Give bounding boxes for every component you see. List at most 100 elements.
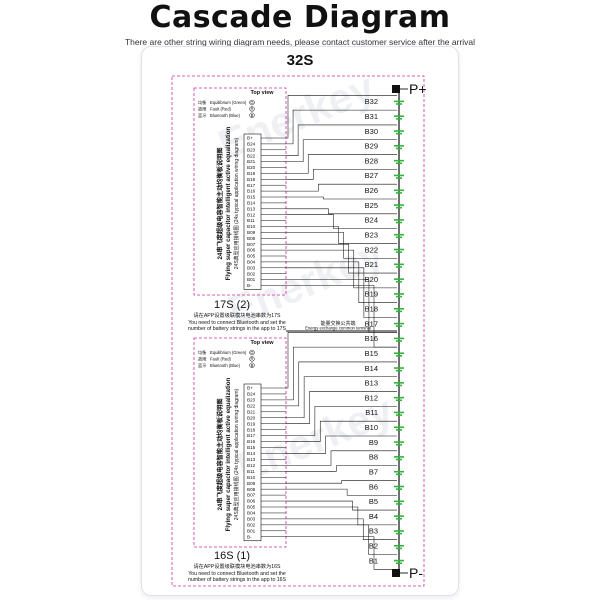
module-upper-tap-wire: [286, 232, 397, 259]
battery-cell-label: B20: [365, 275, 378, 284]
battery-cell-label: B3: [369, 527, 378, 536]
module-upper-legend-cn: 故障: [198, 105, 206, 112]
module-lower-tap-wire: [286, 506, 397, 526]
battery-cell-label: B5: [369, 497, 378, 506]
battery-cell-label: B26: [365, 186, 378, 195]
battery-cell-label: B1: [369, 556, 378, 565]
module-lower-tap-wire: [286, 420, 397, 442]
module-lower-tap-wire: [286, 361, 397, 407]
module-lower-pin-label: B10: [247, 475, 256, 480]
battery-cell-label: B29: [365, 142, 378, 151]
module-lower-legend-cn: 蓝牙: [198, 362, 206, 369]
module-upper-pin-label: B17: [247, 183, 256, 188]
module-lower-pin-label: B01: [247, 528, 256, 533]
module-upper-tap-wire: [286, 261, 397, 303]
module-lower-tap-wire: [286, 376, 397, 419]
module-upper-pin-label: B19: [247, 171, 256, 176]
battery-cell-label: B28: [365, 156, 378, 165]
module-lower-pin-label: B+: [247, 386, 253, 391]
module-lower-legend-en: Equilibrium (Green): [210, 350, 247, 355]
module-upper-pin-label: B13: [247, 206, 256, 211]
module-lower-top-view: Top view: [250, 340, 274, 346]
module-lower-legend-en: Bluetooth (Blue): [210, 363, 241, 368]
battery-cell-label: B9: [369, 438, 378, 447]
module-upper-pin-label: B09: [247, 230, 256, 235]
module-upper-tap-wire: [286, 249, 397, 289]
module-lower-pin-label: B04: [247, 511, 256, 516]
module-lower-tap-wire: [286, 435, 397, 454]
module-lower-pin-label: B15: [247, 445, 256, 450]
module-lower-pin-label: B05: [247, 505, 256, 510]
module-lower-pin-label: B21: [247, 409, 256, 414]
module-upper-legend-indicator: [249, 106, 255, 112]
module-upper-legend-key: R: [250, 106, 253, 111]
module-lower-legend-indicator: [249, 362, 255, 368]
module-lower-note-en-1: You need to connect Bluetooth and set th…: [188, 571, 286, 577]
module-upper-top-view: Top view: [250, 90, 274, 96]
module-lower-tap-wire: [286, 346, 397, 401]
module-lower-legend-key: G: [250, 350, 253, 355]
module-upper-pin-label: B23: [247, 147, 256, 152]
module-upper-pin-label: B10: [247, 224, 256, 229]
module-upper-note-cn: 请在APP设置级联模块电池串数为17S: [193, 311, 281, 319]
module-lower-pin-label: B07: [247, 493, 256, 498]
module-lower-pin-label: B08: [247, 487, 256, 492]
battery-cell-label: B21: [365, 260, 378, 269]
module-lower-tap-wire: [286, 524, 397, 555]
module-lower-legend-key: B: [251, 363, 254, 368]
module-lower-label: 16S (1): [214, 550, 250, 562]
battery-cell-label: B12: [365, 393, 378, 402]
module-lower-pin-label: B19: [247, 421, 256, 426]
module-lower-note-cn: 请在APP设置级联模块电池串数为16S: [193, 562, 281, 570]
module-upper-pin-label: B+: [247, 136, 253, 141]
module-upper-legend-key: B: [251, 113, 254, 118]
module-lower-legend-indicator: [249, 349, 255, 356]
module-upper-pin-label: B11: [247, 218, 255, 223]
module-lower-tap-wire: [286, 488, 397, 496]
module-lower-tap-wire: [286, 391, 397, 424]
module-lower-pin-label: B02: [247, 522, 256, 527]
battery-cell-label: B24: [365, 216, 378, 225]
module-upper-tap-wire: [286, 243, 397, 274]
battery-cell-label: B18: [365, 305, 378, 314]
module-upper-legend-key: G: [250, 100, 253, 105]
module-upper-pin-header: [243, 133, 262, 290]
module-upper-pin-label: B18: [247, 177, 256, 182]
negative-terminal-label: P-: [409, 565, 423, 581]
module-lower-side-title-cn: 24串飞度超级电容智能主动均衡板说明图: [216, 398, 224, 510]
battery-cell-label: B22: [365, 245, 378, 254]
module-upper-pin-label: B06: [247, 248, 256, 253]
module-upper-note-en-2: number of battery strings in the app to …: [188, 326, 287, 332]
page-title: Cascade Diagram: [149, 0, 451, 35]
battery-cell-label: B13: [365, 379, 378, 388]
module-upper-pin-label: B07: [247, 242, 256, 247]
module-lower-pin-label: B20: [247, 415, 256, 420]
module-lower-tap-wire: [286, 518, 397, 540]
module-lower-pin-label: B18: [247, 427, 256, 432]
module-lower-tap-wire: [286, 450, 397, 466]
module-upper-pin-label: B12: [247, 212, 256, 217]
module-upper-tap-wire: [286, 226, 397, 244]
module-upper-legend-en: Equilibrium (Green): [210, 100, 247, 105]
module-upper-legend-cn: 蓝牙: [198, 112, 206, 119]
module-upper-tap-wire: [286, 183, 397, 192]
module-lower-legend-cn: 均衡: [198, 349, 206, 356]
upper-module-frame: [193, 87, 287, 296]
battery-cell-label: B14: [365, 364, 378, 373]
module-upper-pin-label: B08: [247, 236, 256, 241]
battery-cell-label: B19: [365, 290, 378, 299]
module-upper-legend-en: Fault (Red): [210, 106, 232, 111]
battery-cell-label: B10: [365, 423, 378, 432]
module-upper-pin-label: B05: [247, 254, 256, 259]
module-lower-tap-wire: [286, 480, 397, 484]
battery-cell-label: B23: [365, 230, 378, 239]
module-upper-tap-wire: [286, 124, 397, 156]
module-upper-pin-label: B14: [247, 201, 256, 206]
module-upper-side-title-cn: 24串飞度超级电容智能主动均衡板说明图: [216, 147, 224, 259]
battery-cell-label: B16: [365, 334, 378, 343]
module-lower-note-en-2: number of battery strings in the app to …: [188, 577, 287, 583]
module-lower-pin-label: B11: [247, 469, 255, 474]
module-lower-pin-label: B06: [247, 499, 256, 504]
module-upper-pin-label: B-: [247, 283, 252, 288]
